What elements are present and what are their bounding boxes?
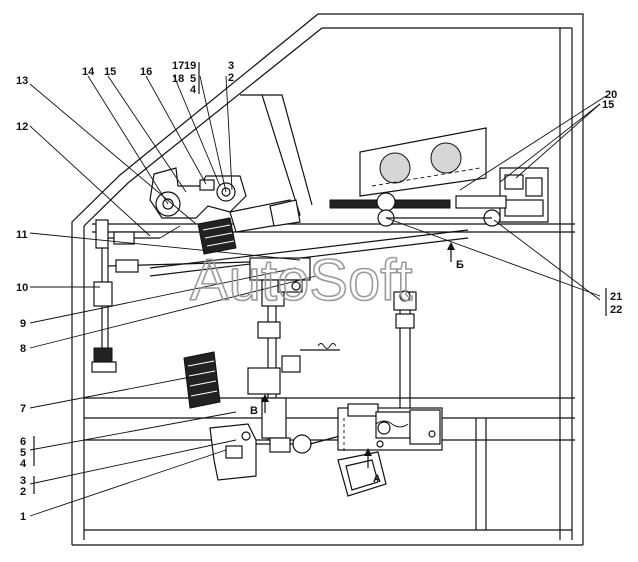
cab-frame [71,13,584,546]
callout-19: 19 [184,60,196,72]
watermark: AutoSoft [190,248,412,313]
callouts-right: 20 15 21 22 [602,89,622,316]
upper-right-panel [329,127,549,227]
accelerator-pedal-pad [183,351,221,409]
callout-11: 11 [16,229,28,241]
callout-3-top: 3 [228,60,234,72]
view-marker-v: В [250,405,258,417]
callout-16: 16 [140,66,152,78]
callout-5-top: 5 [190,73,196,85]
callout-21: 21 [610,291,622,303]
callout-15-top: 15 [104,66,116,78]
view-markers: Б В А [250,259,464,485]
callout-3-left: 3 [20,475,26,487]
panel-hole-left [379,152,411,184]
callout-7: 7 [20,403,26,415]
central-mechanism [247,257,340,440]
callout-8: 8 [20,343,26,355]
callout-6: 6 [20,436,26,448]
callout-9: 9 [20,318,26,330]
callouts-left: 14 15 16 17 18 19 5 4 3 2 13 12 11 10 9 … [16,60,234,523]
callout-10: 10 [16,282,28,294]
callout-5-left: 5 [20,447,26,459]
view-marker-b: Б [456,259,464,271]
upper-left-bracket [149,167,301,255]
callout-13: 13 [16,75,28,87]
leader-lines [29,62,607,517]
callout-22: 22 [610,304,622,316]
callout-15-right: 15 [602,99,614,111]
callout-20: 20 [605,89,617,101]
callout-2-left: 2 [20,486,26,498]
callout-4-left: 4 [20,458,27,470]
callout-14: 14 [82,66,95,78]
callout-12: 12 [16,121,28,133]
callout-17: 17 [172,60,184,72]
callout-4-top: 4 [190,84,197,96]
callout-18: 18 [172,73,184,85]
right-column [393,290,417,412]
callout-1: 1 [20,511,26,523]
view-marker-a: А [373,473,381,485]
callout-2-top: 2 [228,72,234,84]
accelerator-pedal [183,351,341,481]
left-linkage [91,219,251,373]
view-arrows [261,242,455,468]
lower-right-mechanism [337,403,443,497]
panel-hole-right [430,142,462,174]
